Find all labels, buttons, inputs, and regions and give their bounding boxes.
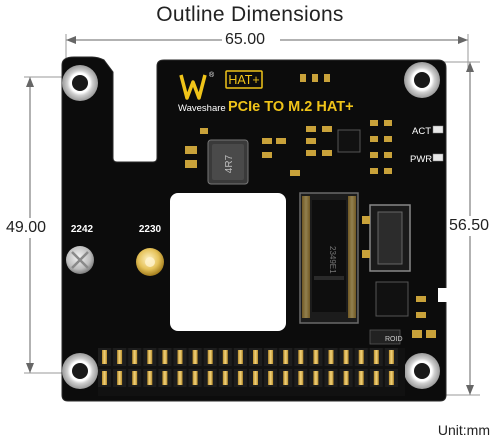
gpio-pin bbox=[313, 371, 319, 385]
gpio-pin bbox=[162, 350, 168, 364]
mounting-hole-bottom-left bbox=[62, 353, 98, 389]
gpio-pin bbox=[192, 371, 198, 385]
height-right-label: 56.50 bbox=[449, 217, 490, 234]
gpio-pin bbox=[328, 371, 334, 385]
gpio-pin bbox=[313, 350, 319, 364]
label-2230: 2230 bbox=[139, 224, 162, 235]
gpio-pin bbox=[132, 350, 138, 364]
gpio-pin bbox=[192, 350, 198, 364]
gpio-pin bbox=[207, 371, 213, 385]
m2-slot-text: 2349E1 bbox=[328, 246, 337, 274]
gpio-pin bbox=[253, 371, 258, 385]
gpio-pin bbox=[237, 371, 243, 385]
gpio-pin bbox=[147, 350, 153, 364]
smd-components-top bbox=[185, 74, 392, 176]
gpio-pin bbox=[102, 371, 107, 385]
hat-badge-label: HAT+ bbox=[228, 73, 259, 87]
pwr-label: PWR bbox=[410, 154, 432, 165]
svg-text:®: ® bbox=[209, 71, 215, 79]
gpio-pin bbox=[358, 350, 364, 364]
gpio-pin bbox=[222, 350, 228, 364]
gpio-pin bbox=[268, 371, 274, 385]
gpio-pin bbox=[298, 371, 304, 385]
gpio-pin bbox=[358, 371, 364, 385]
gpio-pin bbox=[177, 350, 183, 364]
m2-slot-pins bbox=[302, 196, 356, 318]
gpio-pin bbox=[162, 371, 168, 385]
gpio-pin bbox=[283, 350, 289, 364]
gpio-pin bbox=[373, 371, 379, 385]
gpio-header bbox=[98, 348, 405, 396]
gpio-pin bbox=[207, 350, 213, 364]
hat-badge bbox=[225, 70, 263, 89]
width-label: 65.00 bbox=[225, 31, 266, 48]
mounting-hole-top-right bbox=[404, 62, 440, 98]
gpio-pin bbox=[147, 371, 153, 385]
height-right-dimension bbox=[440, 61, 496, 396]
ic-chip bbox=[369, 281, 436, 345]
gpio-pin bbox=[283, 371, 289, 385]
standoff-2230 bbox=[136, 248, 164, 276]
product-label: PCIe TO M.2 HAT+ bbox=[228, 99, 354, 115]
gpio-pin bbox=[102, 350, 107, 364]
gpio-pin bbox=[222, 371, 228, 385]
pwr-led bbox=[432, 153, 444, 162]
gpio-pin bbox=[237, 350, 243, 364]
waveshare-logo-icon: ® bbox=[178, 70, 215, 100]
act-label: ACT bbox=[412, 126, 431, 137]
gpio-pin bbox=[343, 371, 349, 385]
gpio-pin bbox=[117, 371, 123, 385]
inductor bbox=[207, 139, 249, 185]
unit-label: Unit:mm bbox=[437, 422, 490, 438]
mounting-hole-top-left bbox=[62, 65, 98, 101]
gpio-pin bbox=[298, 350, 304, 364]
mounting-hole-bottom-right bbox=[404, 353, 440, 389]
inductor-label: 4R7 bbox=[224, 154, 235, 173]
gpio-pin bbox=[388, 371, 394, 385]
brand-label: Waveshare bbox=[178, 103, 226, 114]
gpio-pin bbox=[343, 350, 349, 364]
label-2242: 2242 bbox=[71, 224, 94, 235]
gpio-pin bbox=[373, 350, 379, 364]
ffc-connector bbox=[362, 204, 411, 272]
gpio-pin bbox=[388, 350, 394, 364]
width-dimension bbox=[65, 31, 469, 72]
screw-2242 bbox=[66, 246, 94, 274]
gpio-pin bbox=[253, 350, 258, 364]
gpio-pin bbox=[328, 350, 334, 364]
gpio-pin bbox=[177, 371, 183, 385]
gpio-pin bbox=[132, 371, 138, 385]
diagram-title: Outline Dimensions bbox=[156, 3, 344, 26]
act-led bbox=[432, 125, 444, 134]
height-left-label: 49.00 bbox=[6, 219, 47, 236]
gpio-pin bbox=[268, 350, 274, 364]
height-left-dimension bbox=[4, 76, 66, 374]
gpio-pin bbox=[117, 350, 123, 364]
chip-label: ROID bbox=[385, 336, 403, 343]
center-cutout bbox=[170, 193, 286, 331]
